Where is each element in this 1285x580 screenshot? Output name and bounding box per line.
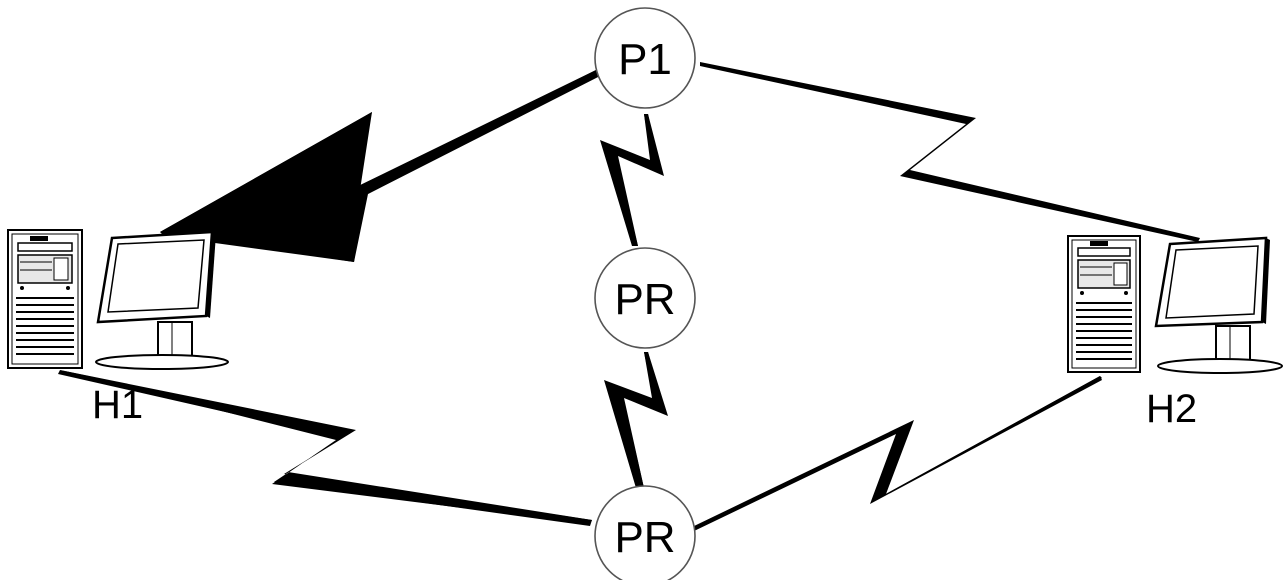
link-pr-bottom-h2 bbox=[690, 376, 1102, 532]
node-pr-middle: PR bbox=[594, 247, 696, 349]
link-p1-pr-middle bbox=[600, 114, 664, 246]
link-p1-h2 bbox=[700, 62, 1200, 242]
host-h1-label: H1 bbox=[92, 383, 143, 427]
node-p1-label: P1 bbox=[618, 35, 672, 84]
link-h1-p1 bbox=[160, 68, 604, 262]
link-pr-middle-pr-bottom bbox=[604, 352, 668, 488]
node-p1: P1 bbox=[594, 7, 696, 109]
host-h1: H1 bbox=[7, 229, 229, 427]
node-pr-bottom: PR bbox=[594, 485, 696, 580]
node-pr-bottom-label: PR bbox=[614, 513, 675, 562]
host-h2: H2 bbox=[1067, 235, 1283, 431]
link-h1-pr-bottom bbox=[58, 370, 592, 526]
desktop-computer-icon bbox=[1067, 235, 1283, 374]
desktop-computer-icon bbox=[7, 229, 229, 370]
host-h2-label: H2 bbox=[1146, 387, 1197, 431]
node-pr-middle-label: PR bbox=[614, 275, 675, 324]
